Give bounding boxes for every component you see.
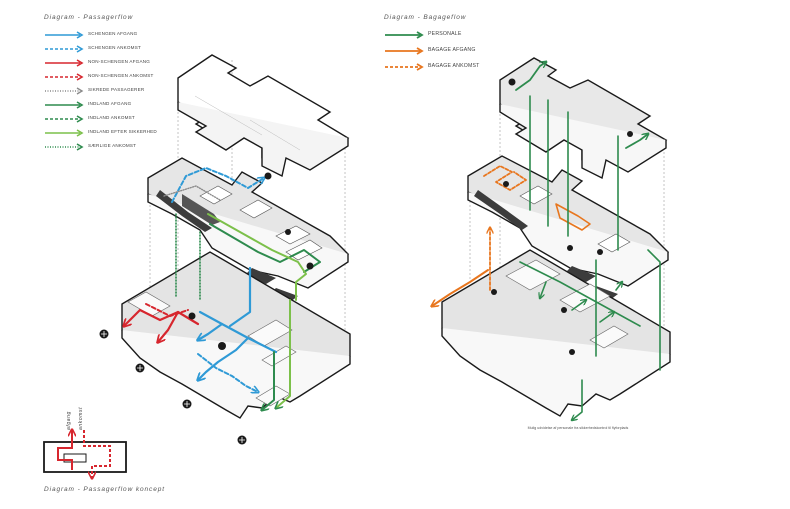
legend-label: NON-SCHENGEN ANKOMST <box>88 73 154 78</box>
arrow-icon <box>45 31 84 39</box>
arrow-icon <box>385 31 424 39</box>
legend-label: SIKREDE PASSAGERER <box>88 87 145 92</box>
legend-label: PERSONALE <box>428 31 462 37</box>
door-icon <box>567 245 573 251</box>
legend-item-schengen-afgang: SCHENGEN AFGANG <box>44 30 244 40</box>
legend-label: INDLAND AFGANG <box>88 101 132 106</box>
concept-label-afgang: afgang <box>66 411 72 430</box>
flow-indland-afgang <box>209 223 321 273</box>
airplane-icons <box>99 172 314 445</box>
flow-indland-efter-sikkerhed <box>207 213 307 301</box>
legend-item-schengen-ankomst: SCHENGEN ANKOMST <box>44 44 244 54</box>
legend-item-nonschengen-afgang: NON-SCHENGEN AFGANG <box>44 58 244 68</box>
floor-bottom <box>441 249 671 417</box>
airplane-icon <box>188 312 196 320</box>
legend-label: BAGAGE AFGANG <box>428 47 476 53</box>
legend-item-saerlige-ankomst: SÆRLIGE ANKOMST <box>44 142 244 152</box>
door-icon <box>264 172 272 180</box>
flow-sikrede <box>163 185 221 201</box>
arrow-icon <box>385 63 424 71</box>
door-icon <box>306 262 314 270</box>
legend-label: SCHENGEN ANKOMST <box>88 45 141 50</box>
door-icon <box>508 78 516 86</box>
legend-item-bagage-ankomst: BAGAGE ANKOMST <box>384 62 584 72</box>
concept-label-ankomst: ankomst <box>78 406 84 430</box>
concept-diagram <box>43 430 127 478</box>
arrow-icon <box>385 47 424 55</box>
legend-label: SCHENGEN AFGANG <box>88 31 138 36</box>
arrow-icon <box>45 115 84 123</box>
legend-label: NON-SCHENGEN AFGANG <box>88 59 150 64</box>
luggage-icon <box>218 342 226 350</box>
arrow-icon <box>45 45 84 53</box>
arrow-icon <box>45 87 84 95</box>
right-diagram-title: Diagram - Bagageflow <box>384 14 467 21</box>
right-axonometric <box>432 57 671 420</box>
arrow-icon <box>45 143 84 151</box>
legend-label: SÆRLIGE ANKOMST <box>88 143 137 148</box>
legend-item-bagage-afgang: BAGAGE AFGANG <box>384 46 584 56</box>
door-icon <box>597 249 603 255</box>
door-icon <box>491 289 497 295</box>
arrow-icon <box>45 129 84 137</box>
legend-label: BAGAGE ANKOMST <box>428 63 480 69</box>
flow-schengen-ankomst <box>171 167 264 203</box>
left-axonometric <box>99 54 351 445</box>
staff-note: Mulig udvidelse af personale fra sikkerh… <box>527 426 629 430</box>
concept-diagram-title: Diagram - Passagerflow koncept <box>44 486 165 493</box>
legend-item-indland-afgang: INDLAND AFGANG <box>44 100 244 110</box>
flow-personale <box>515 62 546 91</box>
flow-bagage-afgang <box>432 269 489 306</box>
floor-top <box>177 54 350 178</box>
legend-item-indland-efter-sikkerhed: INDLAND EFTER SIKKERHED <box>44 128 244 138</box>
left-diagram-title: Diagram - Passagerflow <box>44 14 134 21</box>
door-icon <box>285 229 291 235</box>
flow-nonschengen-ankomst <box>145 303 189 317</box>
legend-item-personale: PERSONALE <box>384 30 584 40</box>
legend-label: INDLAND ANKOMST <box>88 115 135 120</box>
legend-item-indland-ankomst: INDLAND ANKOMST <box>44 114 244 124</box>
door-icon <box>503 181 509 187</box>
door-icon <box>561 307 567 313</box>
arrow-icon <box>45 101 84 109</box>
legend-item-nonschengen-ankomst: NON-SCHENGEN ANKOMST <box>44 72 244 82</box>
floor-top <box>499 57 668 180</box>
legend-item-sikrede: SIKREDE PASSAGERER <box>44 86 244 96</box>
door-icon <box>569 349 575 355</box>
legend-label: INDLAND EFTER SIKKERHED <box>88 129 157 134</box>
arrow-icon <box>45 73 84 81</box>
arrow-icon <box>45 59 84 67</box>
door-icon <box>627 131 633 137</box>
flow-bagage-ankomst <box>483 165 527 191</box>
